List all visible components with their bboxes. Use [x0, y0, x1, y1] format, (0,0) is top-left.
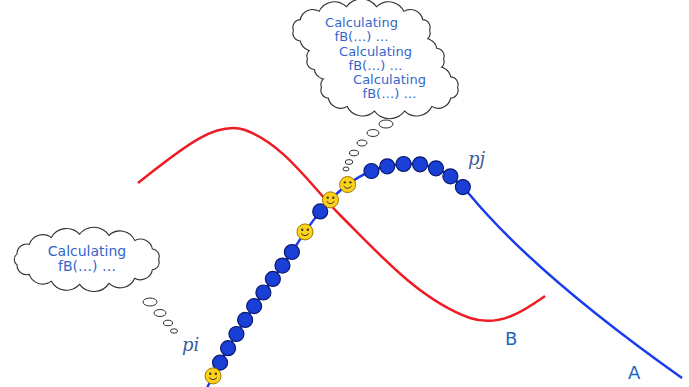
sample-point — [275, 258, 290, 273]
cloud-outline — [15, 228, 159, 291]
smiley-mouth — [209, 377, 217, 379]
thought-bubble — [343, 167, 349, 171]
thought-bubble — [154, 310, 166, 317]
sample-point — [455, 180, 470, 195]
smiley-mouth — [326, 201, 334, 203]
smiley-agent — [205, 368, 221, 384]
point-label: pi — [182, 336, 199, 354]
smiley-eye — [349, 181, 351, 183]
smiley-eye — [344, 181, 346, 183]
sample-point — [256, 285, 271, 300]
cloud-fill — [15, 228, 159, 291]
thought-text: Calculating fB(…) … — [330, 45, 421, 74]
thought-bubble — [143, 298, 157, 306]
curve-b — [138, 128, 545, 321]
sample-point — [265, 271, 280, 286]
smiley-face — [297, 224, 313, 240]
sample-point — [443, 169, 458, 184]
sample-point — [380, 159, 395, 174]
thought-bubble — [379, 120, 393, 128]
smiley-face — [340, 177, 356, 193]
smiley-eye — [326, 196, 328, 198]
smiley-face — [205, 368, 221, 384]
smiley-eye — [209, 372, 211, 374]
sample-point — [428, 161, 443, 176]
thought-cloud: Calculating fB(…) … — [8, 226, 166, 293]
thought-cloud: Calculating fB(…) …Calculating fB(…) …Ca… — [290, 0, 465, 120]
sample-point — [229, 326, 244, 341]
sample-point — [284, 245, 299, 260]
thought-bubble — [357, 140, 367, 146]
sample-point — [413, 157, 428, 172]
sample-point — [238, 312, 253, 327]
thought-text: Calculating fB(…) … — [344, 73, 435, 102]
curve-label: A — [628, 364, 640, 382]
thought-bubble — [367, 130, 379, 137]
curve-a — [205, 164, 682, 387]
thought-text: Calculating fB(…) … — [316, 16, 407, 45]
smiley-agent — [297, 224, 313, 240]
sample-point — [364, 163, 379, 178]
thought-bubble — [350, 150, 359, 156]
smiley-mouth — [301, 233, 309, 235]
smiley-eye — [332, 196, 334, 198]
smiley-mouth — [344, 186, 352, 188]
thought-bubble — [171, 329, 178, 333]
thought-bubble — [345, 160, 353, 165]
smiley-agent — [340, 177, 356, 193]
thought-text: Calculating fB(…) … — [38, 244, 136, 275]
sample-point — [247, 299, 262, 314]
smiley-eye — [301, 229, 303, 231]
point-label: pj — [468, 150, 485, 168]
smiley-eye — [307, 229, 309, 231]
smiley-agent — [322, 192, 338, 208]
thought-bubble — [164, 320, 173, 326]
smiley-face — [322, 192, 338, 208]
smiley-eye — [215, 372, 217, 374]
sample-point — [396, 156, 411, 171]
curve-label: B — [505, 330, 517, 348]
sample-point — [221, 341, 236, 356]
